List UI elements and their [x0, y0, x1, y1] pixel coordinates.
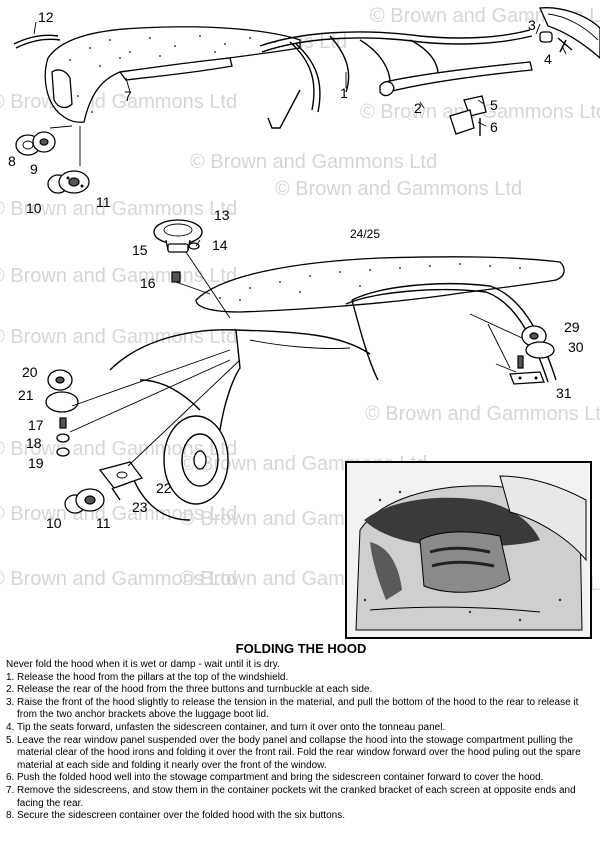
watermark: © Brown and Gammons Ltd — [0, 326, 237, 348]
callout-23: 23 — [132, 499, 148, 515]
instruction-step: 2.Release the rear of the hood from the … — [6, 684, 373, 696]
callout-2: 2 — [414, 100, 422, 116]
instruction-step: 7.Remove the sidescreens, and stow them … — [6, 784, 576, 809]
folded-hood-inset-photo — [345, 461, 592, 639]
callout-15: 15 — [132, 242, 148, 258]
instruction-step: 3.Raise the front of the hood slightly t… — [6, 696, 579, 721]
callout-13: 13 — [214, 207, 230, 223]
callout-labels: 12 7 1 2 3 4 5 6 8 9 10 11 13 14 15 16 2… — [8, 9, 584, 531]
callout-10-lower: 10 — [46, 515, 62, 531]
watermark: © Brown and Gammons Ltd — [0, 568, 237, 590]
callout-22: 22 — [156, 480, 172, 496]
watermark: © Brown and Gammons Ltd — [275, 178, 522, 200]
callout-17: 17 — [28, 417, 44, 433]
instructions-intro: Never fold the hood when it is wet or da… — [6, 659, 280, 670]
callout-14: 14 — [212, 237, 228, 253]
callout-11-lower: 11 — [96, 515, 111, 531]
watermark: © Brown and Gammons Ltd — [190, 151, 437, 173]
hood-assembly-drawing — [13, 7, 600, 194]
callout-19: 19 — [28, 455, 44, 471]
callout-24-25: 24/25 — [350, 227, 380, 241]
callout-8: 8 — [8, 153, 16, 169]
callout-18: 18 — [26, 435, 42, 451]
callout-20: 20 — [22, 364, 38, 380]
callout-9: 9 — [30, 161, 38, 177]
instructions-steps: 1.Release the hood from the pillars at t… — [6, 672, 596, 823]
callout-21: 21 — [18, 387, 34, 403]
instruction-step: 4.Tip the seats forward, unfasten the si… — [6, 721, 446, 733]
callout-6: 6 — [490, 119, 498, 135]
callout-7: 7 — [124, 88, 132, 104]
callout-5: 5 — [490, 97, 498, 113]
watermark: © Brown and Gammons Ltd — [365, 403, 600, 425]
callout-30: 31 — [556, 385, 572, 401]
watermark: © Brown and Gammons Ltd — [0, 91, 237, 113]
instruction-step: 5.Leave the rear window panel suspended … — [6, 734, 581, 771]
callout-3: 3 — [528, 17, 536, 33]
callout-11: 11 — [96, 194, 111, 210]
watermark: © Brown and Gammons Ltd — [0, 198, 237, 220]
callout-10: 10 — [26, 200, 42, 216]
hood-parts-diagram: © Brown and Gammons Ltd © Brown and Gamm… — [0, 5, 600, 639]
callout-29: 30 — [568, 339, 584, 355]
callout-16: 16 — [140, 275, 156, 291]
car-body-drawing — [45, 219, 565, 521]
callout-28: 29 — [564, 319, 580, 335]
callout-4: 4 — [544, 51, 552, 67]
folding-instructions: FOLDING THE HOOD Never fold the hood whe… — [6, 641, 596, 823]
instructions-title: FOLDING THE HOOD — [235, 641, 367, 656]
watermark-layer: © Brown and Gammons Ltd © Brown and Gamm… — [0, 5, 600, 595]
callout-1: 1 — [340, 85, 348, 101]
instruction-step: 8.Secure the sidescreen container over t… — [6, 810, 345, 822]
instruction-step: 6.Push the folded hood well into the sto… — [6, 772, 544, 784]
instruction-step: 1.Release the hood from the pillars at t… — [6, 671, 289, 683]
callout-12: 12 — [38, 9, 54, 25]
